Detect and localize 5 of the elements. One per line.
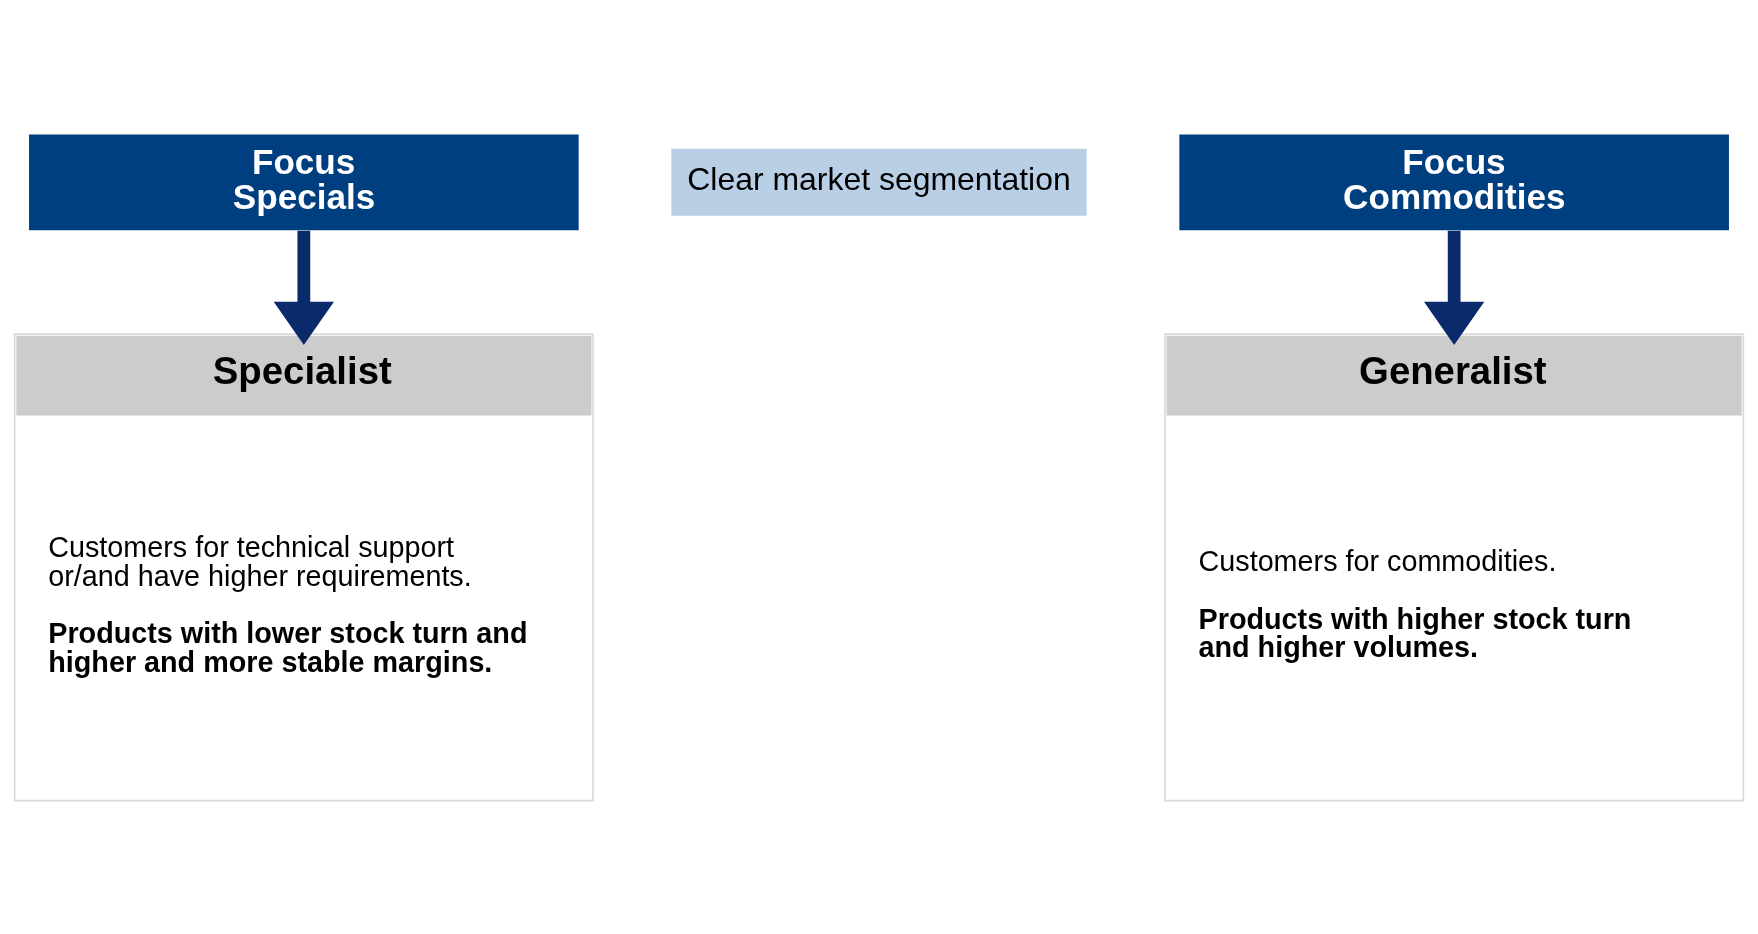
arrow [273, 230, 334, 345]
node-box: Clear market segmentation [671, 148, 1087, 216]
arrow [1424, 230, 1485, 345]
node-box: Focus Commodities [1179, 133, 1729, 230]
node-box: Focus Specials [29, 133, 579, 230]
